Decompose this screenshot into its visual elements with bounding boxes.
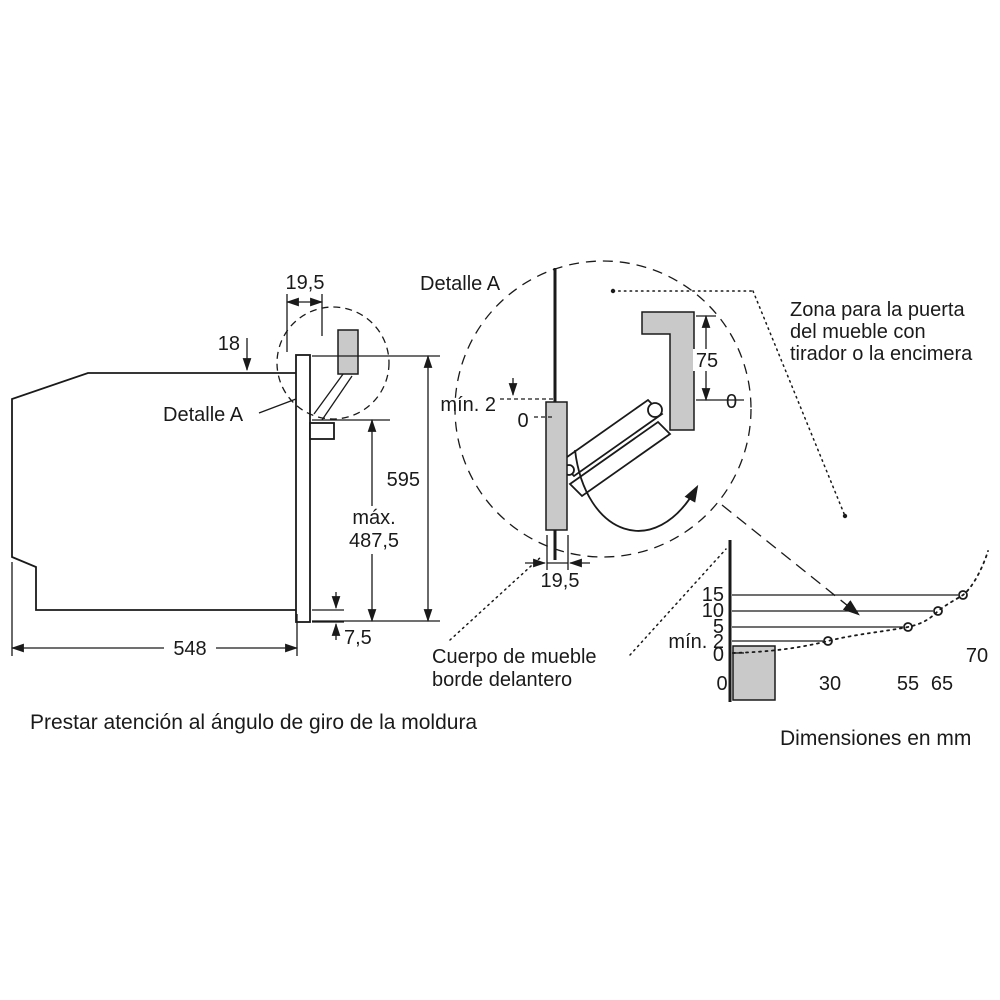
chart-x-label-70: 70 [966,645,988,667]
dim-max-label: máx. [352,507,395,529]
oven-side-view [11,306,390,623]
label-backing [693,349,720,371]
furniture-door-profile [641,311,695,431]
trim-profile [337,329,359,375]
chart-x-label-65: 65 [931,673,953,695]
hinge-arm-line [321,375,353,421]
swing-direction-arrow [574,449,699,532]
dim-door-height: 75 [696,350,718,372]
oven-body-outline [11,372,299,611]
chart-y-label-0: 0 [713,644,724,666]
cuerpo-leader [629,548,727,656]
oven-hinge-bracket [309,422,335,440]
detail-to-chart-arrow [721,504,860,616]
dim-front-thickness: 19,5 [541,570,580,592]
detail-a-reference-label: Detalle A [163,404,244,426]
cuerpo-text-line2: borde delantero [432,669,572,691]
dim-height: 595 [387,469,420,491]
chart-y-label-15: 15 [702,584,724,606]
hinge-arm-line [313,369,347,415]
door-front-panel [545,401,568,531]
dim-zero-gap: 0 [517,410,528,432]
dim-front-frame-width: 19,5 [286,272,325,294]
units-note: Dimensiones en mm [780,727,971,750]
cuerpo-text-line1: Cuerpo de mueble [432,646,597,668]
label-backing [164,636,216,660]
chart-y-label-5: 5 [713,616,724,638]
chart-y-label-min2: mín. 2 [668,631,724,653]
zona-leader [752,290,846,517]
dim-max-value: 487,5 [349,530,399,552]
annotations: Zona para la puerta del mueble con tirad… [30,288,973,750]
dim-top-clearance: 18 [218,333,240,355]
detail-callout-circle [276,306,390,420]
oven-front-frame [295,354,311,623]
detail-a-title: Detalle A [420,273,501,295]
oven-dimensions: 19,5 18 Detalle A 595 máx. 487,5 548 7,5 [10,272,440,660]
hinge-pivot [647,402,663,418]
leader-dot [842,513,848,519]
chart-x-label-30: 30 [819,673,841,695]
clearance-point [823,636,833,646]
zona-text-line3: tirador o la encimera [790,343,973,365]
detail-a-view: Detalle A mín. 2 0 75 0 19,5 [420,260,752,592]
zona-text-line2: del mueble con [790,321,926,343]
label-backing [341,506,407,554]
clearance-chart: 15 10 5 mín. 2 0 0 30 55 65 70 [668,540,989,702]
cuerpo-leader [449,555,543,641]
zona-text-line1: Zona para la puerta [790,299,965,321]
bottom-note: Prestar atención al ángulo de giro de la… [30,711,477,734]
chart-y-label-10: 10 [702,600,724,622]
dim-depth: 548 [173,638,206,660]
dim-zero-top: 0 [726,391,737,413]
hinge-arm [568,420,672,498]
detail-a-circle [454,260,752,558]
chart-x-label-55: 55 [897,673,919,695]
chart-x-label-0: 0 [716,673,727,695]
clearance-curve [732,550,989,654]
dim-front-overhang: 7,5 [344,627,372,649]
dim-min-gap: mín. 2 [440,394,496,416]
detail-callout-leader [258,398,297,414]
chart-door-section [732,645,776,701]
